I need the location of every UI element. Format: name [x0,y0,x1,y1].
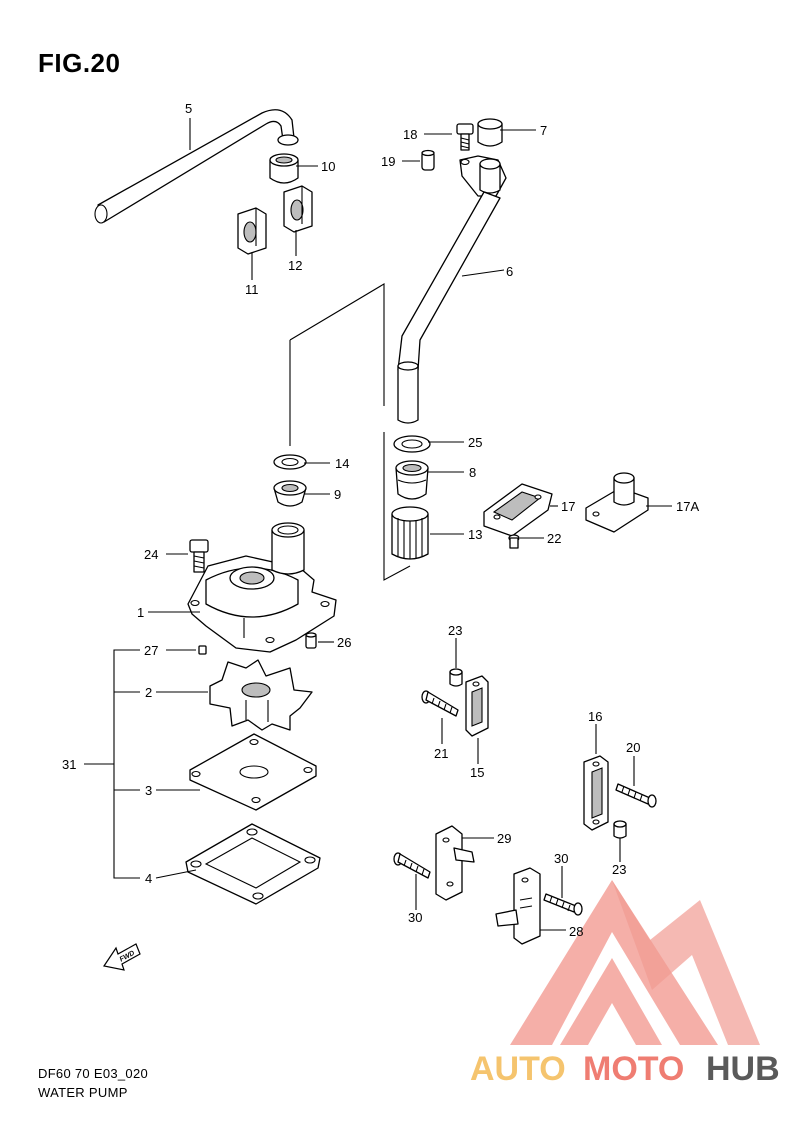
part-23-nut-a [449,668,463,687]
callout-7: 7 [540,123,547,138]
callout-11: 11 [245,282,259,297]
part-16-anode [583,755,609,831]
part-13-strainer [391,506,429,560]
watermark-logo-icon [510,880,760,1045]
part-2-impeller [209,659,313,731]
leader-lines [84,118,672,931]
kit-31-bracket-line [113,649,140,879]
callout-3: 3 [145,783,152,798]
part-15-anode [465,675,489,737]
part-30-screw-a [393,852,431,879]
callout-24: 24 [144,547,158,562]
part-17a-plate [585,472,649,533]
callout-23-b: 23 [612,862,626,877]
callout-17: 17 [561,499,575,514]
figure-name: WATER PUMP [38,1085,128,1100]
part-8-grommet [395,460,429,500]
watermark-brand-c: HUB [706,1050,780,1088]
callout-13: 13 [468,527,482,542]
part-23-nut-b [613,820,627,839]
callout-26: 26 [337,635,351,650]
part-4-gasket [185,823,321,905]
figure-code: DF60 70 E03_020 [38,1066,149,1081]
callout-29: 29 [497,831,511,846]
part-18-bolt [456,123,474,151]
callout-9: 9 [334,487,341,502]
callout-2: 2 [145,685,152,700]
watermark-brand-b: MOTO [583,1050,684,1088]
part-6-tube [397,155,507,424]
part-19-pin [421,149,435,171]
callout-numbers: 5 10 12 11 18 7 19 6 14 9 25 8 17 17A 13… [62,101,699,939]
part-22-screw [508,534,520,549]
callout-23-a: 23 [448,623,462,638]
callout-16: 16 [588,709,602,724]
callout-15: 15 [470,765,484,780]
part-21-screw [421,690,459,717]
part-20-screw [615,783,657,808]
callout-12: 12 [288,258,302,273]
callout-17a: 17A [676,499,699,514]
part-28-holder [495,867,541,945]
callout-8: 8 [469,465,476,480]
part-1-pump-case [187,522,337,653]
callout-6: 6 [506,264,513,279]
figure-title: FIG.20 [38,48,121,78]
part-5-hose [94,109,299,224]
part-12-bracket [283,185,313,233]
part-25-washer [393,435,431,453]
assembly-bracket-line [289,283,411,581]
callout-18: 18 [403,127,417,142]
callout-20: 20 [626,740,640,755]
callout-4: 4 [145,871,152,886]
watermark-brand-a: AUTO [470,1050,566,1088]
part-26-pin [305,632,317,649]
part-17-plate [483,483,553,537]
callout-30-b: 30 [554,851,568,866]
part-14-washer [273,454,307,470]
part-3-plate [189,733,317,811]
part-7-cap [477,118,503,147]
part-9-grommet [273,480,307,507]
watermark-brand-text: AUTO MOTO HUB [470,1050,780,1088]
callout-30-a: 30 [408,910,422,925]
callout-5: 5 [185,101,192,116]
callout-22: 22 [547,531,561,546]
callout-14: 14 [335,456,349,471]
callout-19: 19 [381,154,395,169]
part-11-bracket [237,207,267,255]
callout-28: 28 [569,924,583,939]
part-30-screw-b [543,893,583,916]
part-10-grommet [269,153,299,184]
callout-31: 31 [62,757,76,772]
part-24-bolt [189,539,209,573]
callout-1: 1 [137,605,144,620]
part-29-holder [435,825,475,901]
callout-10: 10 [321,159,335,174]
callout-27: 27 [144,643,158,658]
callout-21: 21 [434,746,448,761]
fwd-arrow-icon: FWD [103,943,141,971]
callout-25: 25 [468,435,482,450]
part-27-key [198,645,207,655]
